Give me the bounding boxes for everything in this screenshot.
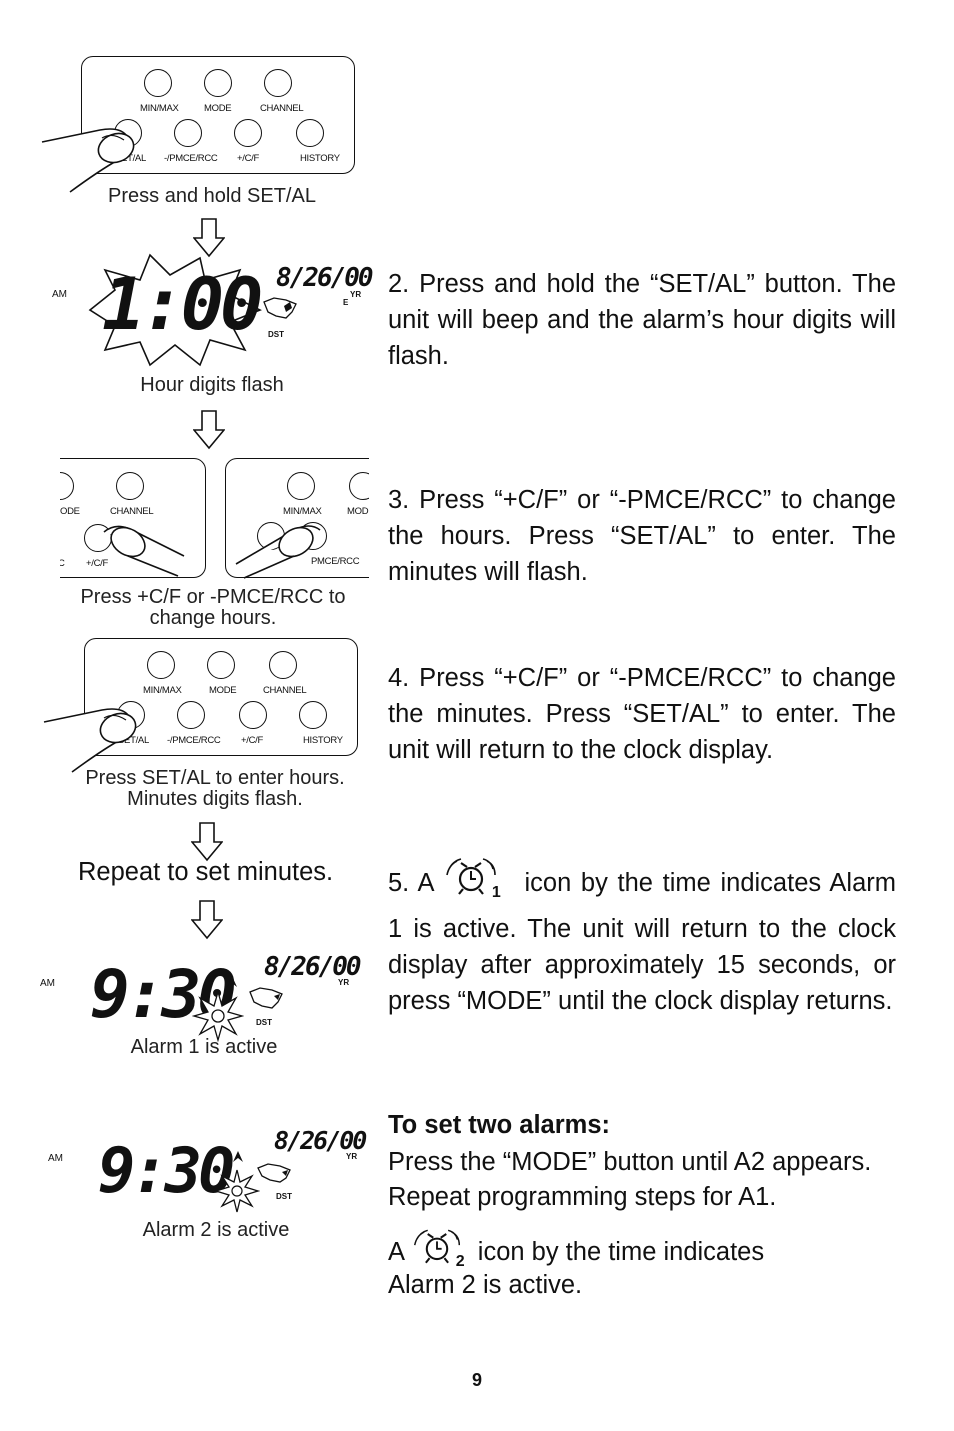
finger-icon <box>103 525 185 577</box>
mode-label: MOD <box>347 506 369 517</box>
lcd-date: 8/26/00 <box>274 1126 367 1155</box>
step-4-text: 4. Press “+C/F” or “-PMCE/RCC” to change… <box>388 664 896 764</box>
channel-button[interactable] <box>264 69 292 97</box>
finger-icon <box>43 708 137 773</box>
cf-label: +/C/F <box>86 558 108 569</box>
history-button[interactable] <box>299 701 327 729</box>
lcd-date: 8/26/00 <box>264 952 362 982</box>
min-max-label: MIN/MAX <box>143 685 182 696</box>
button-panel-2: MIN/MAX MODE CHANNEL SET/AL -/PMCE/RCC +… <box>84 638 358 756</box>
finger-icon <box>235 525 321 579</box>
caption-alarm2: Alarm 2 is active <box>142 1219 290 1241</box>
dst-indicator: DST <box>256 1018 272 1027</box>
cf-button[interactable] <box>239 701 267 729</box>
alarm-2-number: 2 <box>455 1253 465 1270</box>
alarm-burst-icon <box>214 1169 260 1213</box>
am-indicator: AM <box>52 289 67 300</box>
caption-press-setal: Press SET/AL to enter hours. Minutes dig… <box>70 768 360 810</box>
lcd-date: 8/26/00 <box>276 263 374 293</box>
history-label: HISTORY <box>303 735 343 746</box>
two-alarms-line1: Press the “MODE” button until A2 appears… <box>388 1148 872 1176</box>
yr-indicator: YR <box>338 978 350 987</box>
pmce-rcc-label: PMCE/RCC <box>311 556 360 567</box>
arrow-up-icon <box>227 976 237 987</box>
yr-indicator: YR <box>346 1152 358 1161</box>
yr-indicator: YR <box>350 290 362 299</box>
arrow-up-icon <box>233 1151 243 1162</box>
caption-line: change hours. <box>149 607 277 629</box>
mode-button[interactable] <box>349 472 369 500</box>
am-indicator: AM <box>48 1153 63 1164</box>
two-alarms-prefix: A <box>388 1238 404 1266</box>
pmce-rcc-label: -/PMCE/RCC <box>164 153 218 164</box>
alarm-2-icon: 2 <box>411 1228 479 1280</box>
dst-indicator: DST <box>268 330 284 339</box>
down-arrow-icon <box>193 218 225 258</box>
history-button[interactable] <box>296 119 324 147</box>
finger-icon <box>41 128 135 193</box>
e-indicator: E <box>343 298 349 307</box>
channel-label: CHANNEL <box>260 103 304 114</box>
history-label: HISTORY <box>300 153 340 164</box>
channel-button[interactable] <box>116 472 144 500</box>
caption-line: Minutes digits flash. <box>127 788 303 810</box>
step-5-text: 5. A 1 icon by the time indicates Alarm … <box>388 857 896 1019</box>
step-5-body: icon by the time indicates Alarm 1 is ac… <box>388 869 896 1015</box>
mode-button[interactable] <box>204 69 232 97</box>
min-max-button[interactable] <box>144 69 172 97</box>
min-max-button[interactable] <box>287 472 315 500</box>
pmce-rcc-button[interactable] <box>174 119 202 147</box>
channel-label: CHANNEL <box>263 685 307 696</box>
down-arrow-icon <box>193 410 225 450</box>
two-alarms-line2: Repeat programming steps for A1. <box>388 1183 777 1211</box>
map-icon <box>263 297 297 319</box>
caption-line: Press SET/AL to enter hours. <box>85 767 345 789</box>
cf-button[interactable] <box>234 119 262 147</box>
caption-hour-flash: Hour digits flash <box>140 374 284 396</box>
dst-indicator: DST <box>276 1192 292 1201</box>
cf-label: +/C/F <box>237 153 259 164</box>
alarm-1-number: 1 <box>491 884 501 901</box>
cf-label: +/C/F <box>241 735 263 746</box>
map-icon <box>257 1163 291 1183</box>
am-indicator: AM <box>40 978 55 989</box>
caption-line: Press +C/F or -PMCE/RCC to <box>80 586 346 608</box>
set-al-label: SET/AL <box>115 153 146 164</box>
map-icon <box>249 987 283 1009</box>
channel-button[interactable] <box>269 651 297 679</box>
channel-label: CHANNEL <box>110 506 154 517</box>
caption-press-cf: Press +C/F or -PMCE/RCC to change hours. <box>60 587 366 629</box>
two-alarms-line4: Alarm 2 is active. <box>388 1271 583 1299</box>
alarm-burst-icon <box>192 990 244 1042</box>
step-2-text: 2. Press and hold the “SET/AL” button. T… <box>388 270 896 370</box>
pmce-label: C <box>60 558 65 569</box>
mode-label: MODE <box>209 685 237 696</box>
down-arrow-icon <box>191 822 223 862</box>
lcd-time-alarm2: 9:30 <box>98 1134 235 1207</box>
pmce-rcc-label: -/PMCE/RCC <box>167 735 221 746</box>
down-arrow-icon <box>191 900 223 940</box>
caption-press-hold: Press and hold SET/AL <box>108 185 316 207</box>
mode-label: ODE <box>60 506 80 517</box>
mode-label: MODE <box>204 103 232 114</box>
min-max-label: MIN/MAX <box>283 506 322 517</box>
caption-alarm1: Alarm 1 is active <box>130 1036 278 1058</box>
two-alarms-icon-line: A 2 icon by the time indicates <box>388 1228 896 1280</box>
pmce-rcc-button[interactable] <box>177 701 205 729</box>
mode-button[interactable] <box>207 651 235 679</box>
step-3-text: 3. Press “+C/F” or “-PMCE/RCC” to change… <box>388 486 896 586</box>
alarm-1-icon: 1 <box>443 857 515 911</box>
lcd-time-flashing: 1:00 <box>102 262 263 346</box>
page-number: 9 <box>471 1370 482 1390</box>
flash-burst-icon <box>88 253 262 367</box>
two-alarms-heading: To set two alarms: <box>388 1111 610 1139</box>
set-al-label: SET/AL <box>118 735 149 746</box>
two-alarms-icon-text: icon by the time indicates <box>477 1238 765 1266</box>
step-5-prefix: 5. A <box>388 869 434 897</box>
min-max-button[interactable] <box>147 651 175 679</box>
caption-repeat: Repeat to set minutes. <box>78 858 334 886</box>
min-max-label: MIN/MAX <box>140 103 179 114</box>
